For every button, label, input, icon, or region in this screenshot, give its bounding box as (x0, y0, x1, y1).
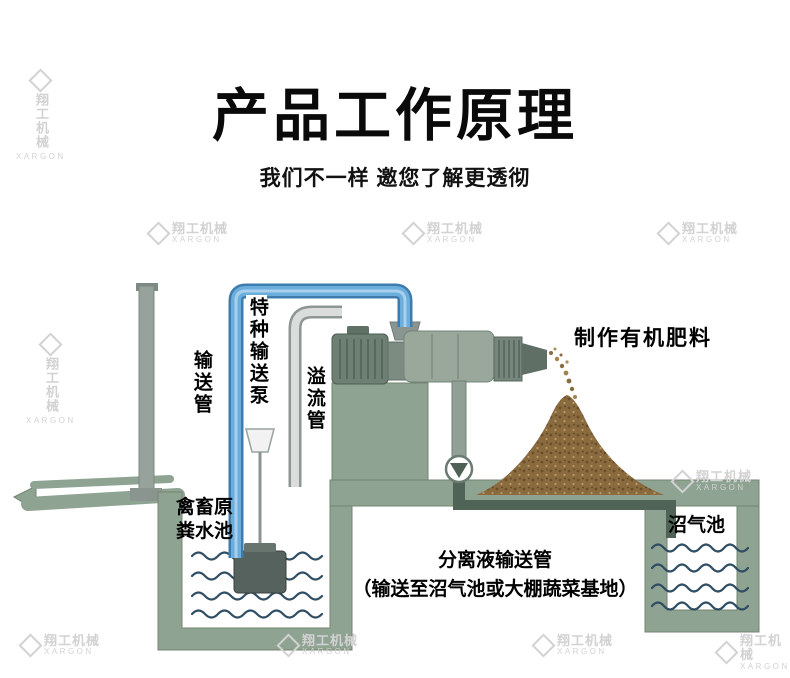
label-destination-note: （输送至沼气池或大棚蔬菜基地） (352, 579, 638, 600)
label-overflow-pipe: 溢流管 (303, 366, 325, 432)
submersible-pump (233, 428, 287, 594)
label-manure-pool-line1: 禽畜原 (176, 497, 234, 518)
page-subtitle: 我们不一样 邀您了解更透彻 (259, 167, 531, 190)
label-biogas-pool: 沼气池 (668, 515, 726, 536)
biogas-pit (644, 505, 760, 633)
separator-machine (331, 321, 547, 458)
overflow-pipe-graphic (288, 305, 342, 487)
water-waves-biogas (650, 543, 750, 611)
spray-particles (549, 347, 577, 399)
fertilizer-pile (476, 395, 664, 495)
label-special-pump: 特种输送泵 (246, 295, 268, 409)
label-manure-pool-line2: 粪水池 (176, 520, 234, 542)
label-conveying-pipe: 输送管 (190, 350, 212, 416)
machine-body (403, 330, 495, 383)
label-manure-pool: 禽畜原 粪水池 (176, 496, 233, 544)
machine-pedestal (331, 382, 429, 484)
blue-pipe (228, 283, 413, 558)
separated-liquid-pipe-graphic (453, 480, 676, 538)
outlet-nozzle (522, 343, 547, 375)
page-title: 产品工作原理 (212, 84, 578, 148)
label-organic-fertilizer: 制作有机肥料 (574, 327, 712, 350)
down-outlet-pipe (451, 380, 467, 458)
label-separated-liquid-pipe: 分离液输送管 (437, 550, 552, 571)
discharge-valve (444, 454, 474, 484)
support-post (130, 283, 162, 501)
